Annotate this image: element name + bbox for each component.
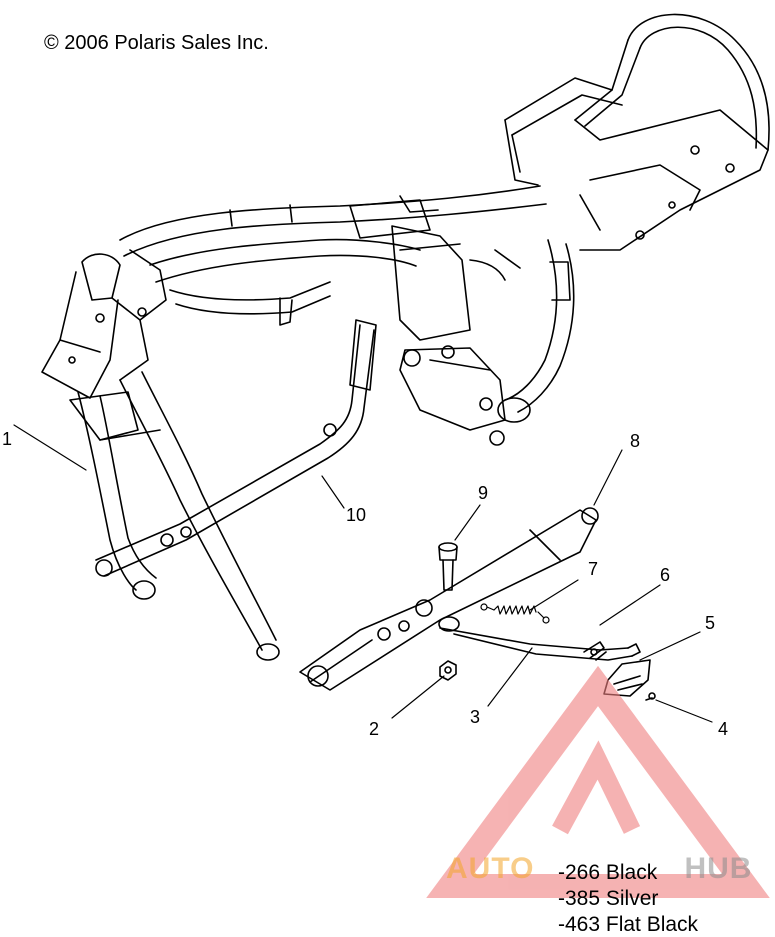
rear-down-tube <box>497 194 601 423</box>
down-tubes <box>69 371 280 661</box>
crossmember-part-10 <box>95 319 377 577</box>
clip-part-6 <box>583 641 607 661</box>
callout-1: 1 <box>2 429 13 449</box>
leader-lines <box>13 424 713 723</box>
callout-5: 5 <box>705 613 716 633</box>
spring-part-7 <box>480 603 550 624</box>
top-backbone-tubes <box>119 185 547 326</box>
variant-silver: -385 Silver <box>558 887 659 910</box>
kickstand-leg-part-3 <box>438 616 641 661</box>
watermark-text-auto: AUTO <box>446 852 535 885</box>
variant-flat-black: -463 Flat Black <box>558 913 699 936</box>
callout-8: 8 <box>630 431 641 451</box>
watermark-text-hub: HUB <box>684 852 753 885</box>
callout-3: 3 <box>470 707 481 727</box>
rear-frame-loop <box>504 13 770 251</box>
callout-7: 7 <box>588 559 599 579</box>
nut-part-2 <box>439 660 457 681</box>
watermark-logo <box>426 665 770 898</box>
callout-6: 6 <box>660 565 671 585</box>
variant-black: -266 Black <box>558 861 658 884</box>
callout-10: 10 <box>346 505 367 525</box>
color-variant-list: -266 Black -385 Silver -463 Flat Black <box>558 860 698 937</box>
callout-9: 9 <box>478 483 489 503</box>
callout-4: 4 <box>718 719 729 739</box>
pin-part-4 <box>645 692 656 701</box>
steering-head <box>41 249 167 399</box>
bolt-part-9 <box>438 542 458 591</box>
callout-2: 2 <box>369 719 380 739</box>
kickstand-arm-part-8 <box>299 507 599 691</box>
copyright-notice: © 2006 Polaris Sales Inc. <box>44 32 269 54</box>
center-mount <box>391 225 521 446</box>
watermark-text: AUTO HUB <box>446 852 752 886</box>
